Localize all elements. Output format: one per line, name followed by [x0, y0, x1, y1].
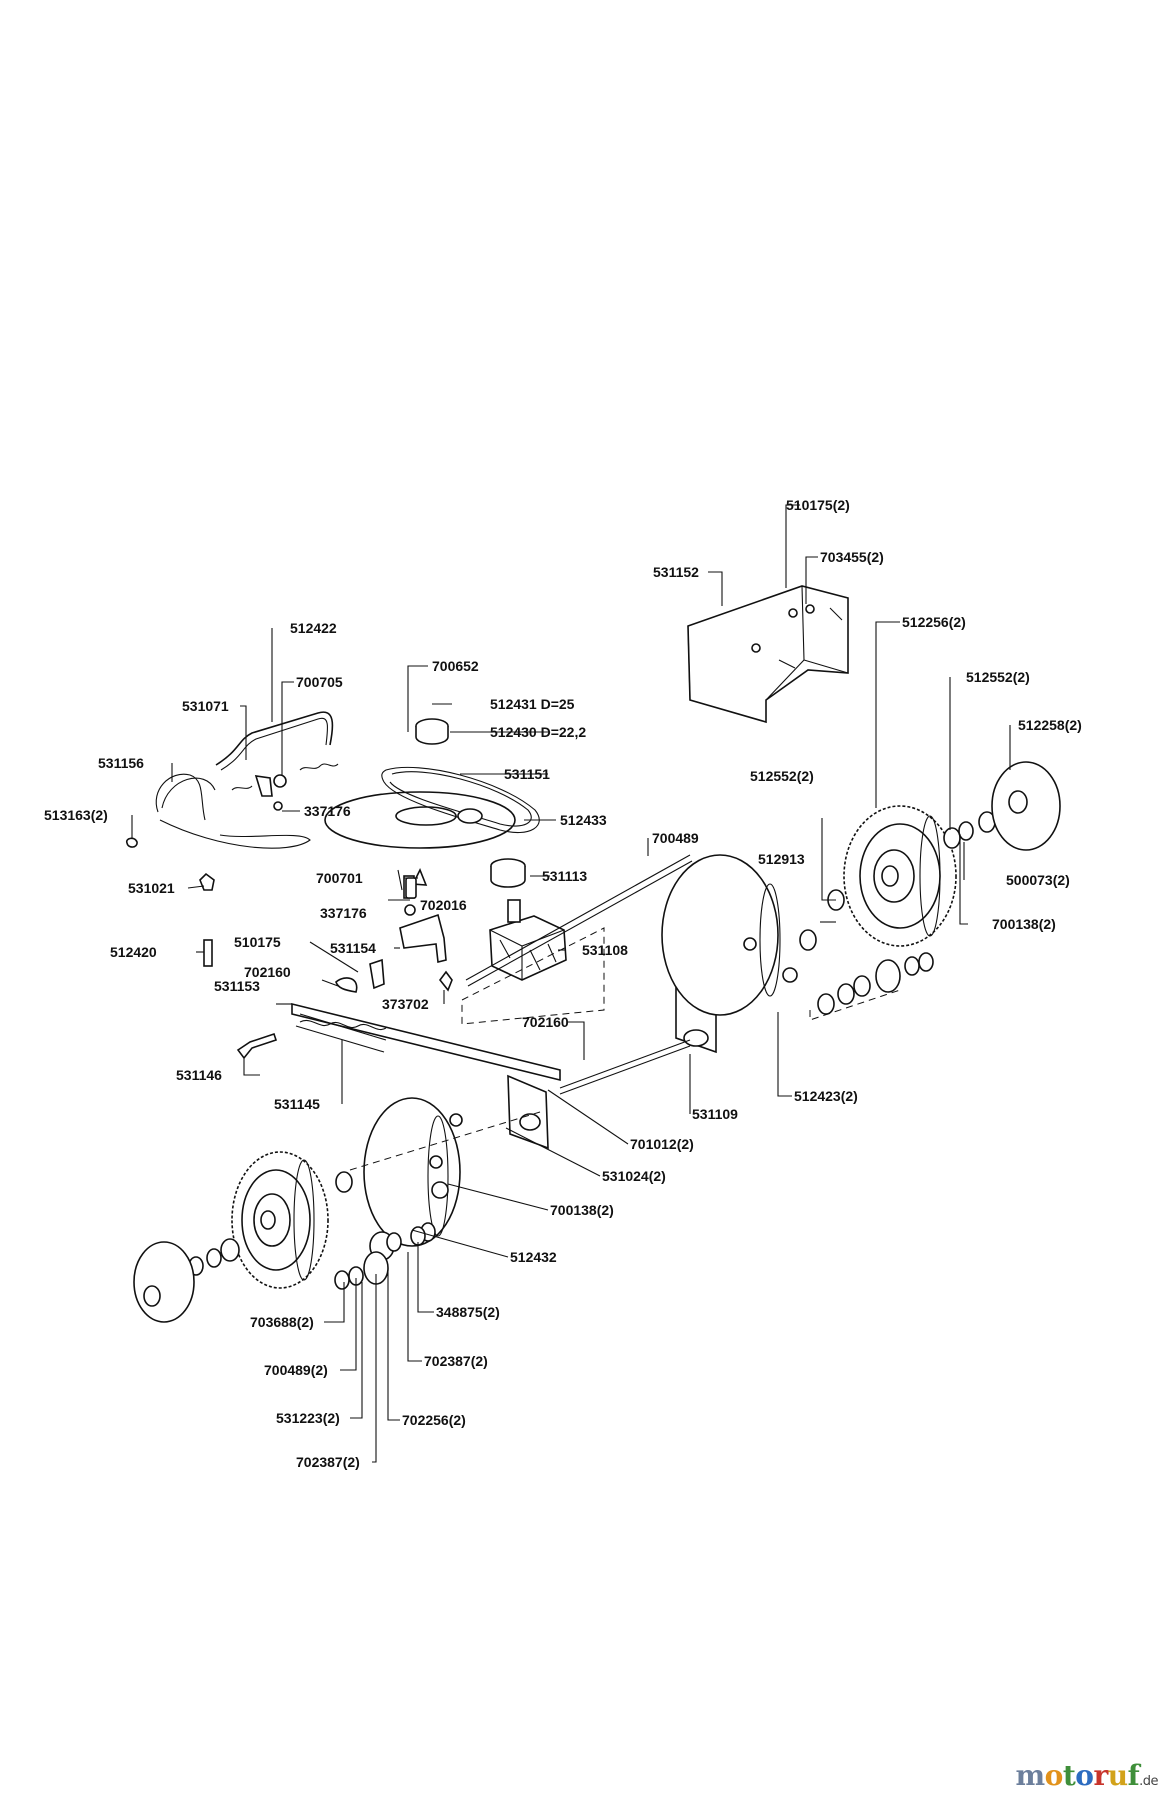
part-label: 531108 — [582, 942, 628, 958]
part-label: 700701 — [316, 870, 363, 886]
part-label: 702387(2) — [424, 1353, 488, 1369]
watermark-letter: t — [1062, 1759, 1076, 1792]
rod-spring-part — [236, 1002, 561, 1082]
part-labels: 510175(2) 703455(2) 531152 512256(2) 512… — [44, 497, 1082, 1470]
part-label: 510175 — [234, 934, 281, 950]
part-label: 700705 — [296, 674, 343, 690]
part-label: 531146 — [176, 1067, 222, 1083]
watermark-suffix: .de — [1139, 1774, 1158, 1789]
part-label: 510175(2) — [786, 497, 850, 513]
part-label: 702160 — [244, 964, 291, 980]
part-label: 531152 — [653, 564, 699, 580]
cover-plate-part — [687, 585, 849, 724]
right-wheel-part — [799, 761, 1061, 1021]
part-label: 531153 — [214, 978, 260, 994]
watermark-letter: m — [1015, 1759, 1045, 1792]
part-label: 700652 — [432, 658, 479, 674]
part-label: 531109 — [692, 1106, 738, 1122]
part-label: 703688(2) — [250, 1314, 314, 1330]
part-label: 512422 — [290, 620, 337, 636]
part-label: 512420 — [110, 944, 157, 960]
part-label: 531156 — [98, 755, 144, 771]
part-label: 512256(2) — [902, 614, 966, 630]
part-label: 531021 — [128, 880, 175, 896]
part-label: 512432 — [510, 1249, 557, 1265]
part-label: 531223(2) — [276, 1410, 340, 1426]
part-label: 500073(2) — [1006, 872, 1070, 888]
part-label: 531071 — [182, 698, 229, 714]
part-label: 513163(2) — [44, 807, 108, 823]
part-label: 531151 — [504, 766, 550, 782]
watermark-letter: r — [1093, 1759, 1108, 1792]
watermark-letter: u — [1107, 1759, 1128, 1792]
part-label: 700138(2) — [550, 1202, 614, 1218]
part-label: 337176 — [304, 803, 351, 819]
bracket-part — [203, 877, 453, 993]
part-label: 700138(2) — [992, 916, 1056, 932]
part-label: 701012(2) — [630, 1136, 694, 1152]
part-label: 512431 D=25 — [490, 696, 575, 712]
part-label: 512423(2) — [794, 1088, 858, 1104]
part-label: 512913 — [758, 851, 805, 867]
watermark-letter: f — [1127, 1759, 1140, 1792]
lever-assembly-part — [125, 711, 339, 891]
part-label: 512552(2) — [750, 768, 814, 784]
part-label: 702387(2) — [296, 1454, 360, 1470]
watermark-logo: motoruf.de — [1015, 1759, 1158, 1792]
part-label: 702016 — [420, 897, 467, 913]
part-label: 703455(2) — [820, 549, 884, 565]
part-label: 531113 — [542, 868, 587, 884]
part-label: 700489 — [652, 830, 699, 846]
part-label: 702256(2) — [402, 1412, 466, 1428]
watermark-letter: o — [1044, 1759, 1064, 1792]
part-label: 512258(2) — [1018, 717, 1082, 733]
left-wheel-part — [133, 1151, 436, 1323]
left-hub-part — [335, 1074, 549, 1247]
part-label: 531154 — [330, 940, 376, 956]
part-label: 337176 — [320, 905, 367, 921]
part-label: 512433 — [560, 812, 607, 828]
gearbox-part — [461, 854, 693, 1025]
right-axle-bracket-part — [559, 854, 798, 1095]
part-label: 348875(2) — [436, 1304, 500, 1320]
part-label: 531145 — [274, 1096, 320, 1112]
part-label: 700489(2) — [264, 1362, 328, 1378]
leader-lines — [131, 504, 1011, 1463]
part-label: 373702 — [382, 996, 429, 1012]
part-label: 531024(2) — [602, 1168, 666, 1184]
watermark-letter: o — [1075, 1759, 1094, 1792]
part-label: 512430 D=22,2 — [490, 724, 586, 740]
part-label: 702160 — [522, 1014, 569, 1030]
part-label: 512552(2) — [966, 669, 1030, 685]
